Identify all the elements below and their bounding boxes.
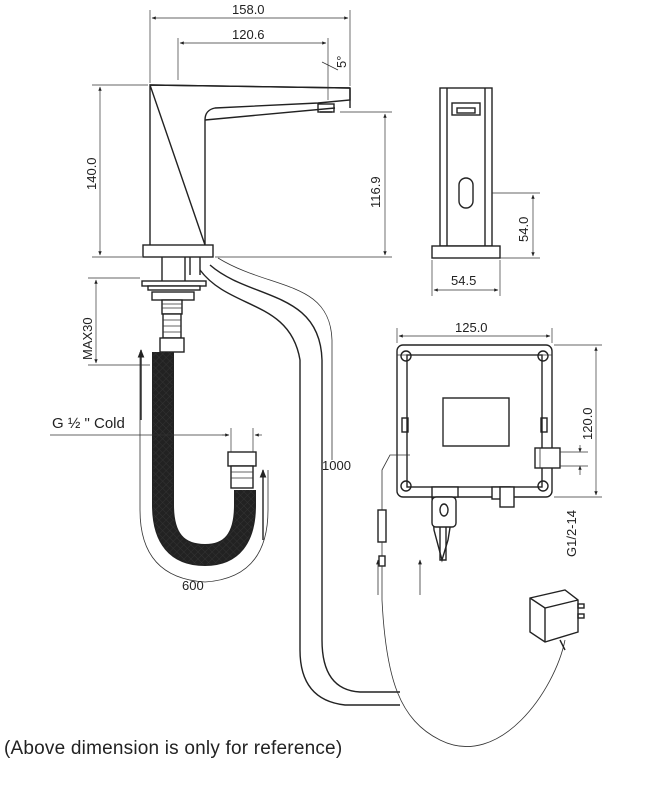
dimension-labels: 158.0 120.6 5° 140.0 116.9 54.0 54.5 MAX… (52, 2, 595, 593)
faucet-front-view (431, 87, 501, 259)
dim-outlet-thread: G1/2-14 (564, 510, 579, 557)
dimension-lines (50, 10, 602, 498)
braided-hose (137, 349, 269, 583)
dim-hose-length: 1000 (322, 458, 351, 473)
dim-spout-angle: 5° (334, 56, 349, 68)
control-box (376, 344, 566, 747)
dim-box-height: 120.0 (580, 407, 595, 440)
dim-spout-height: 116.9 (368, 176, 383, 208)
dim-overall-length: 158.0 (232, 2, 265, 17)
power-adapter (529, 589, 585, 651)
inlet-label: G ½ " Cold (52, 415, 125, 432)
dim-sensor-height: 54.0 (516, 217, 531, 242)
dim-mount-max: MAX30 (80, 317, 95, 360)
dim-flex-hose-length: 600 (182, 578, 204, 593)
reference-note: (Above dimension is only for reference) (4, 738, 343, 759)
dim-spout-reach: 120.6 (232, 27, 265, 42)
dim-base-width: 54.5 (451, 273, 476, 288)
long-hose (199, 257, 400, 706)
dim-box-width: 125.0 (455, 320, 488, 335)
faucet-side-view (141, 84, 351, 353)
dim-body-height: 140.0 (84, 157, 99, 190)
